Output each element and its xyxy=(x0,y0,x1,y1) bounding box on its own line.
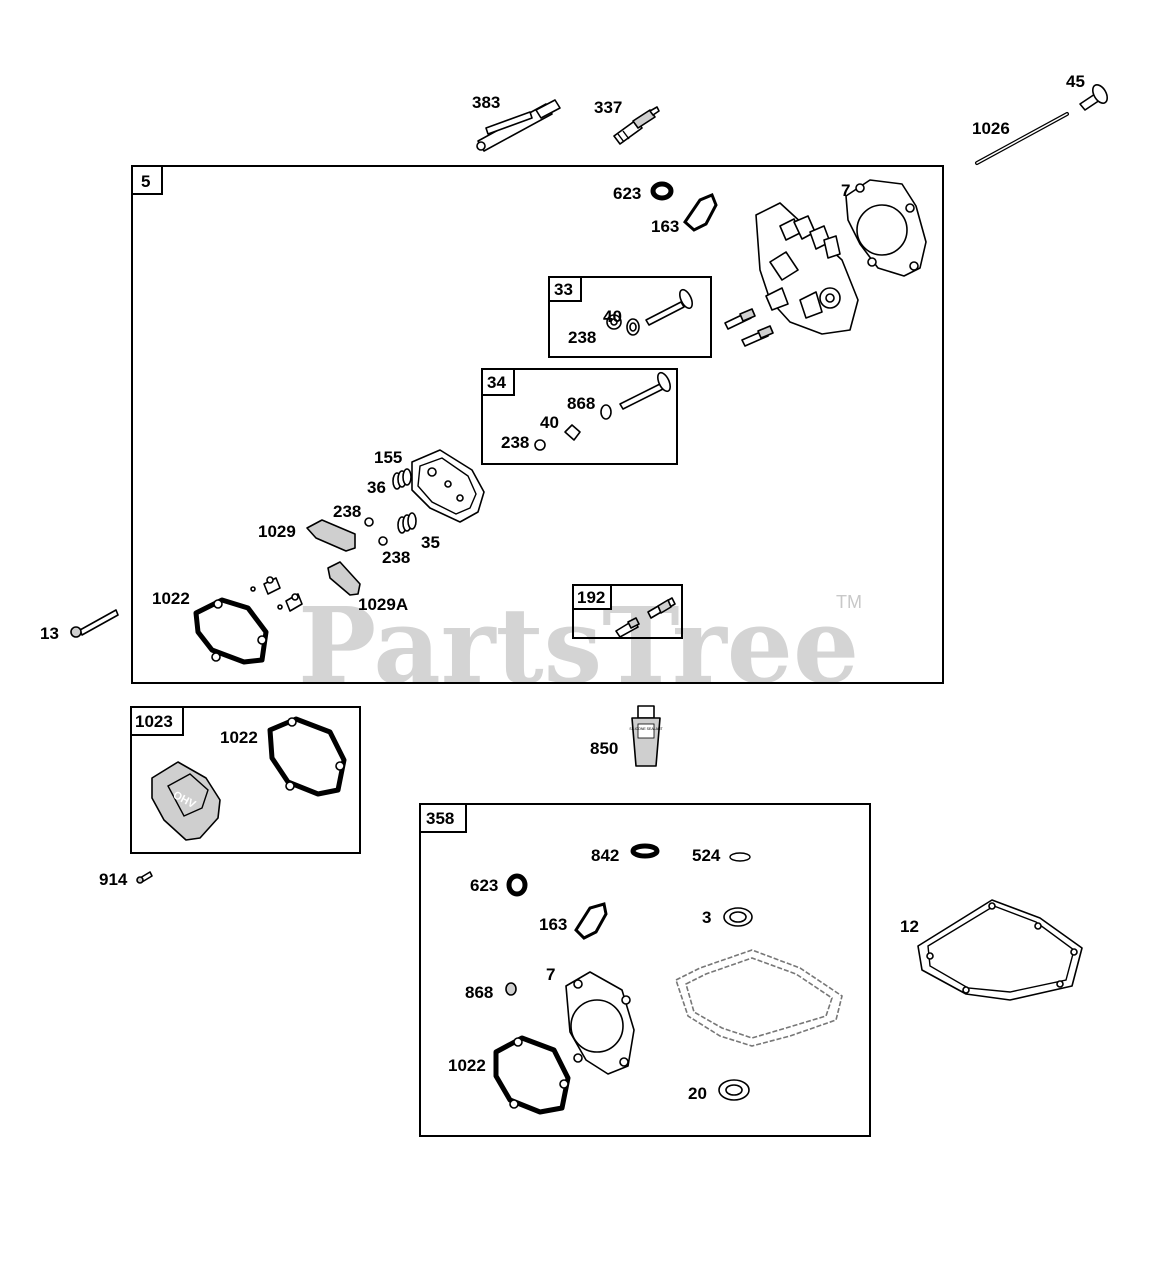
group-tag-192-label: 192 xyxy=(577,588,605,607)
callout-12[interactable]: 12 xyxy=(900,917,919,936)
part-524-ring-drawing[interactable] xyxy=(729,852,751,862)
cylinder-head-drawing[interactable] xyxy=(755,202,859,335)
callout-238[interactable]: 238 xyxy=(501,433,529,452)
group-tag-358-label: 358 xyxy=(426,809,454,828)
group-tag-34-label: 34 xyxy=(487,373,506,392)
group-tag-5[interactable] xyxy=(131,165,163,195)
part-7-head-gasket-b-drawing[interactable] xyxy=(565,971,635,1075)
part-36-spring-drawing[interactable] xyxy=(392,468,412,490)
callout-850[interactable]: 850 xyxy=(590,739,618,758)
part-13-bolt-drawing[interactable] xyxy=(70,609,119,638)
part-337-spark-plug-drawing[interactable] xyxy=(613,106,660,145)
callout-155[interactable]: 155 xyxy=(374,448,402,467)
group-34-parts-drawing[interactable] xyxy=(534,371,673,451)
callout-1022[interactable]: 1022 xyxy=(152,589,190,608)
part-1029A-rocker-arm-drawing[interactable] xyxy=(327,561,361,596)
callout-40[interactable]: 40 xyxy=(540,413,559,432)
callout-7[interactable]: 7 xyxy=(546,965,555,984)
callout-1026[interactable]: 1026 xyxy=(972,119,1010,138)
callout-40[interactable]: 40 xyxy=(603,307,622,326)
part-1022-gasket-c-drawing[interactable] xyxy=(493,1035,571,1115)
group-tag-1023[interactable] xyxy=(130,706,184,736)
group-box-358 xyxy=(419,803,871,1137)
group-tag-33-label: 33 xyxy=(554,280,573,299)
part-238-keeper-a-drawing[interactable] xyxy=(364,517,374,527)
callout-842[interactable]: 842 xyxy=(591,846,619,865)
callout-163[interactable]: 163 xyxy=(651,217,679,236)
part-163-gasket-drawing[interactable] xyxy=(683,193,718,232)
pivot-studs-drawing[interactable] xyxy=(250,576,303,612)
part-868-drawing[interactable] xyxy=(505,982,517,996)
callout-623[interactable]: 623 xyxy=(613,184,641,203)
part-1022-gasket-b-drawing[interactable] xyxy=(267,716,347,797)
callout-238[interactable]: 238 xyxy=(333,502,361,521)
head-studs-drawing[interactable] xyxy=(724,308,774,347)
callout-337[interactable]: 337 xyxy=(594,98,622,117)
callout-20[interactable]: 20 xyxy=(688,1084,707,1103)
callout-7[interactable]: 7 xyxy=(841,181,850,200)
group-tag-358[interactable] xyxy=(419,803,467,833)
part-7-head-gasket-drawing[interactable] xyxy=(845,179,927,277)
group-box-34 xyxy=(481,368,678,465)
part-12-crankcase-gasket-drawing[interactable] xyxy=(917,899,1083,1001)
callout-1022[interactable]: 1022 xyxy=(220,728,258,747)
callout-383[interactable]: 383 xyxy=(472,93,500,112)
callout-45[interactable]: 45 xyxy=(1066,72,1085,91)
callout-238[interactable]: 238 xyxy=(568,328,596,347)
callout-36[interactable]: 36 xyxy=(367,478,386,497)
group-tag-192[interactable] xyxy=(572,584,612,610)
part-20-seal-drawing[interactable] xyxy=(718,1079,750,1101)
group-tag-33[interactable] xyxy=(548,276,582,302)
group-33-parts-drawing[interactable] xyxy=(606,288,695,336)
group-192-parts-drawing[interactable] xyxy=(615,597,676,638)
callout-3[interactable]: 3 xyxy=(702,908,711,927)
callout-35[interactable]: 35 xyxy=(421,533,440,552)
part-155-plate-drawing[interactable] xyxy=(411,449,485,523)
group-box-33 xyxy=(548,276,712,358)
group-tag-34[interactable] xyxy=(481,368,515,396)
part-1023-valve-cover-drawing[interactable]: OHV xyxy=(151,761,221,841)
watermark-tm: TM xyxy=(836,592,862,612)
part-1026-pushrod-drawing[interactable] xyxy=(975,112,1069,165)
group-box-5 xyxy=(131,165,944,684)
callout-1029A[interactable]: 1029A xyxy=(358,595,408,614)
group-tag-5-label: 5 xyxy=(141,172,150,191)
part-623-o-ring-drawing[interactable] xyxy=(650,181,674,201)
part-3-seal-drawing[interactable] xyxy=(723,907,753,927)
part-45-drawing[interactable] xyxy=(1079,82,1110,111)
callout-1022[interactable]: 1022 xyxy=(448,1056,486,1075)
callout-623[interactable]: 623 xyxy=(470,876,498,895)
crankcase-gasket-dashed-drawing[interactable] xyxy=(675,949,843,1047)
callout-524[interactable]: 524 xyxy=(692,846,721,865)
callout-163[interactable]: 163 xyxy=(539,915,567,934)
callout-868[interactable]: 868 xyxy=(567,394,595,413)
part-1022-gasket-drawing[interactable] xyxy=(193,597,269,665)
part-1029-rocker-arm-drawing[interactable] xyxy=(306,519,356,552)
part-238-keeper-b-drawing[interactable] xyxy=(378,536,388,546)
group-tag-1023-label: 1023 xyxy=(135,712,173,731)
callout-868[interactable]: 868 xyxy=(465,983,493,1002)
group-box-1023 xyxy=(130,706,361,854)
callout-914[interactable]: 914 xyxy=(99,870,128,889)
sealant-tube-label: SILICONE SEALANT xyxy=(629,727,663,731)
part-163-gasket-b-drawing[interactable] xyxy=(574,902,608,940)
part-842-ring-drawing[interactable] xyxy=(630,843,660,859)
group-box-192 xyxy=(572,584,683,639)
callout-1029[interactable]: 1029 xyxy=(258,522,296,541)
callout-13[interactable]: 13 xyxy=(40,624,59,643)
part-383-tool-drawing[interactable] xyxy=(476,99,561,152)
part-914-screw-drawing[interactable] xyxy=(136,871,153,884)
part-35-spring-drawing[interactable] xyxy=(397,512,417,534)
part-850-sealant-tube-drawing[interactable]: SILICONE SEALANT xyxy=(629,705,663,767)
callout-238[interactable]: 238 xyxy=(382,548,410,567)
part-623-o-ring-b-drawing[interactable] xyxy=(506,873,528,897)
